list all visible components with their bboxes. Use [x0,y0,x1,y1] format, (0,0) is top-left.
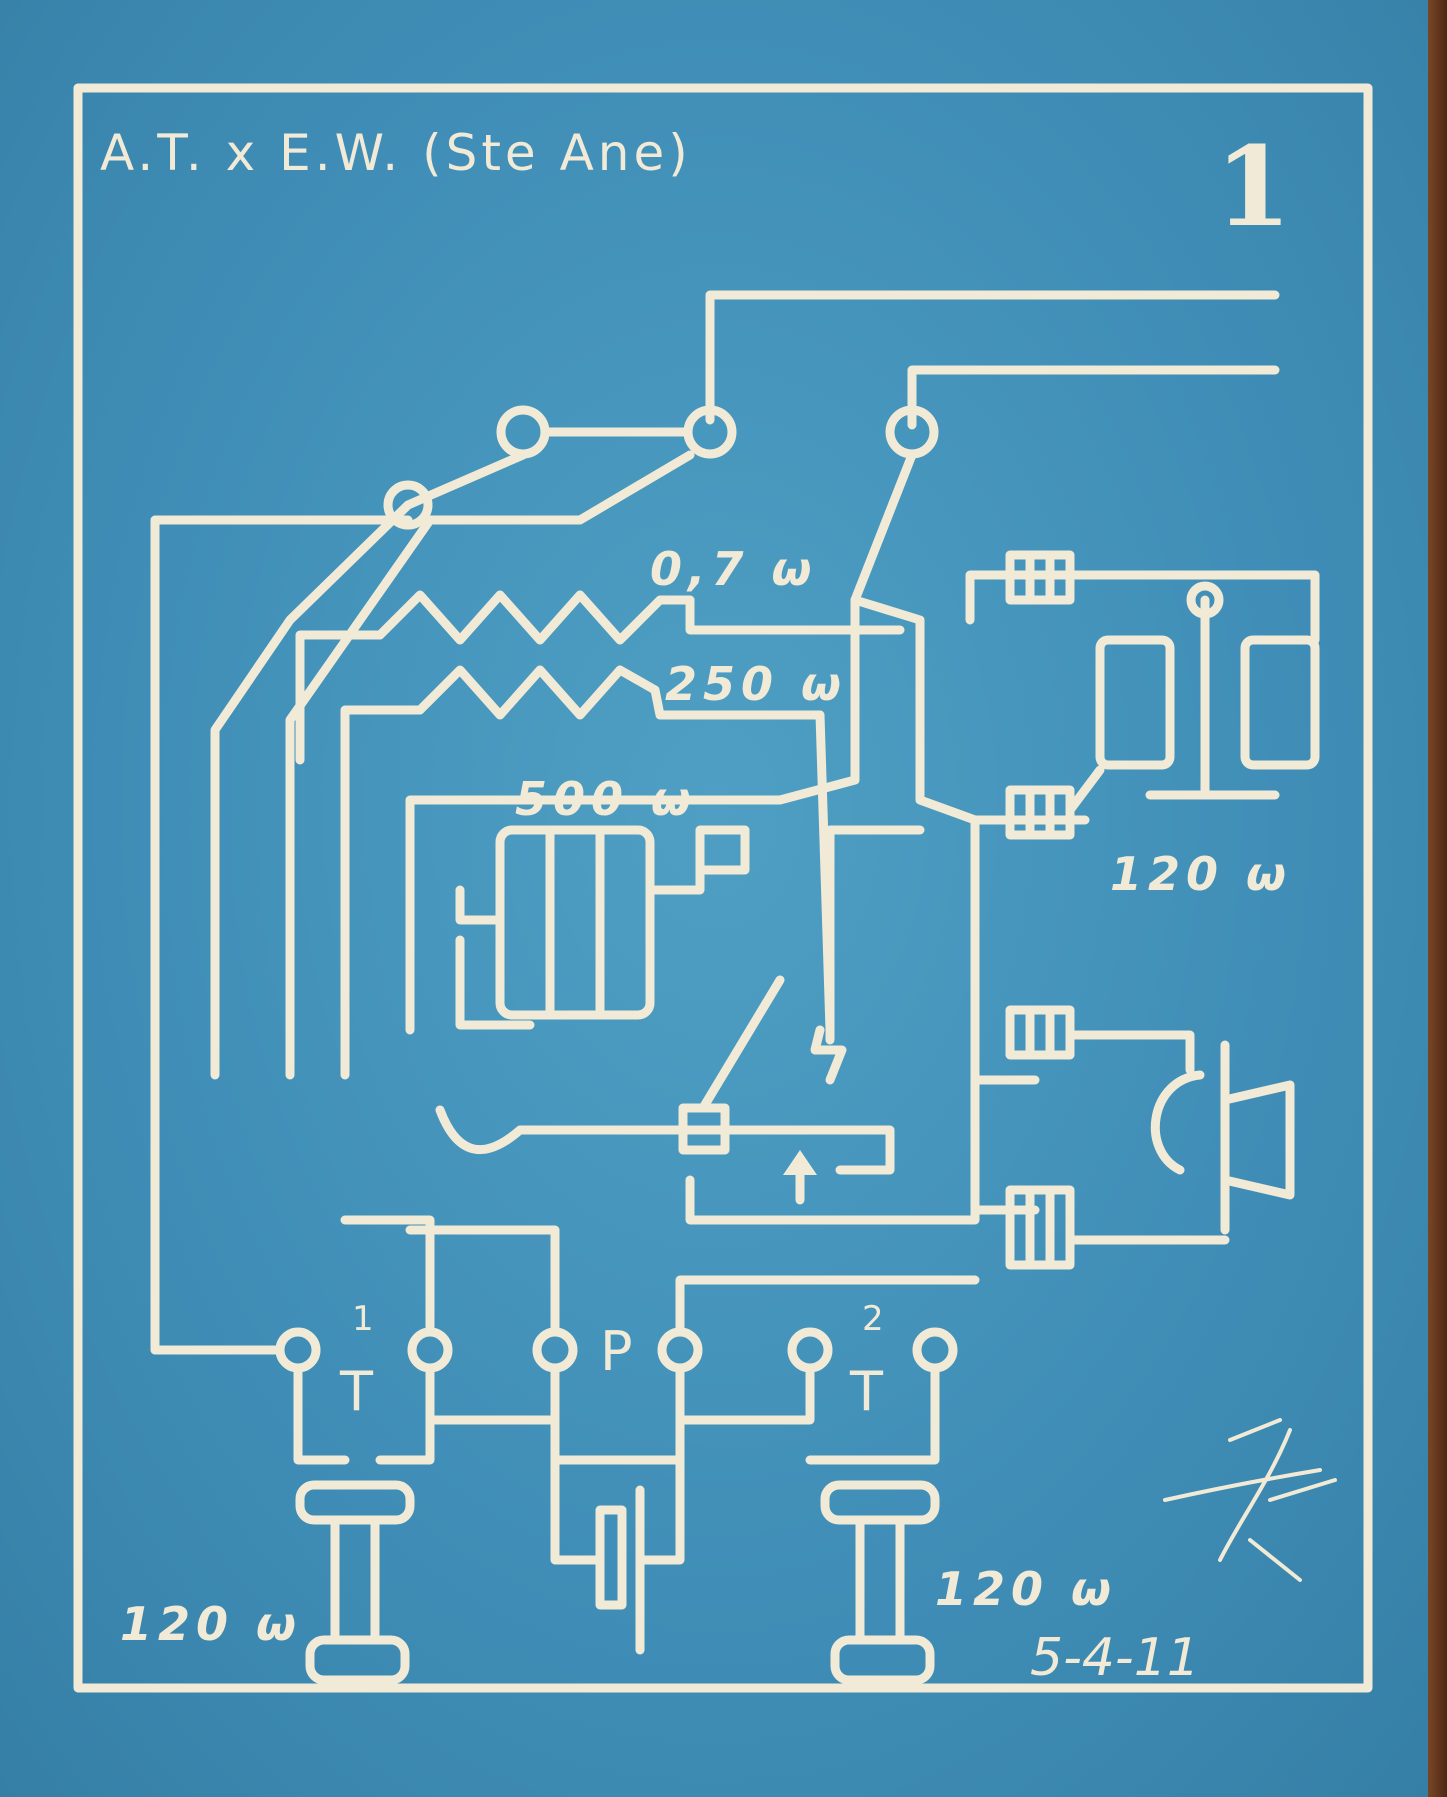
resistor-0-7 [295,590,905,765]
bell-label: 120 ω [1110,847,1292,901]
receiver-left-label: 120 ω [120,1597,302,1651]
receiver-left [295,1480,415,1685]
resistor-250 [340,665,825,1080]
bottom-terminals [150,1215,980,1373]
terminal-2-bottom: T [849,1360,884,1423]
switch-terminals [150,405,939,1355]
transmitter-assembly [1005,1005,1295,1270]
terminal-p: P [600,1320,633,1383]
hook-switch [435,975,895,1205]
resistor-0-7-label: 0,7 ω [650,542,817,596]
signature-date: 5-4-11 [1030,1628,1200,1688]
bell-assembly [1005,550,1320,840]
terminal-1-bottom: T [339,1360,374,1423]
bottom-wiring [293,1363,940,1655]
diagram-border [73,83,1373,1693]
handwritten-signature [1163,1418,1337,1582]
induction-coil-label: 500 ω [515,772,697,826]
receiver-right-label: 120 ω [935,1562,1117,1616]
terminal-2-top: 2 [862,1299,884,1339]
card-number: 1 [1215,122,1292,251]
terminal-1-top: 1 [352,1299,374,1339]
wood-frame-edge [1428,0,1447,1797]
central-wiring [405,450,1090,1225]
receiver-right [820,1480,940,1685]
line-wires [705,290,1280,430]
resistor-250-label: 250 ω [665,657,847,711]
diagram-title: A.T. x E.W. (Ste Ane) [100,124,692,182]
induction-coil-500 [455,825,750,1030]
